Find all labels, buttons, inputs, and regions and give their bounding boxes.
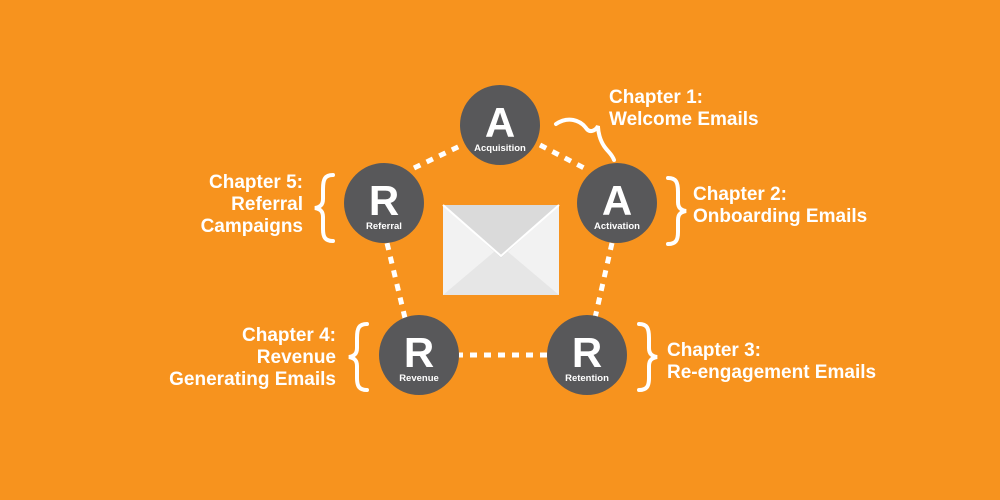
node-revenue-label: Revenue xyxy=(399,373,439,384)
node-activation-letter: A xyxy=(602,177,632,224)
node-referral: R Referral xyxy=(344,163,424,243)
chapter-4-line-1: Revenue xyxy=(256,347,336,368)
chapter-5-label: Chapter 5: Referral Campaigns xyxy=(201,172,303,238)
chapter-3-line-1: Re-engagement Emails xyxy=(667,362,877,383)
chapter-4-label: Chapter 4: Revenue Generating Emails xyxy=(169,325,336,391)
chapter-2-label: Chapter 2: Onboarding Emails xyxy=(693,184,867,228)
connector-referral-acquisition xyxy=(412,142,464,171)
curly-brace-icon xyxy=(637,322,658,392)
chapter-1-label: Chapter 1: Welcome Emails xyxy=(609,87,759,131)
curly-brace-icon xyxy=(666,176,687,246)
connectors xyxy=(384,142,615,358)
node-referral-label: Referral xyxy=(366,221,402,232)
chapter-3-label: Chapter 3: Re-engagement Emails xyxy=(667,340,876,384)
chapter-4-line-2: Generating Emails xyxy=(169,369,336,390)
chapter-2-title: Chapter 2: xyxy=(693,184,787,205)
connector-activation-retention xyxy=(592,242,615,319)
chapter-5-line-2: Campaigns xyxy=(200,216,303,237)
curly-brace-icon xyxy=(314,173,335,243)
node-activation: A Activation xyxy=(577,163,657,243)
curly-brace-icon xyxy=(554,117,616,162)
node-revenue-letter: R xyxy=(404,329,434,376)
node-activation-label: Activation xyxy=(594,221,640,232)
node-acquisition-label: Acquisition xyxy=(474,143,526,154)
envelope-icon xyxy=(442,204,560,295)
chapter-1-title: Chapter 1: xyxy=(609,87,703,108)
node-referral-letter: R xyxy=(369,177,399,224)
curly-brace-icon xyxy=(348,322,369,392)
node-acquisition: A Acquisition xyxy=(460,85,540,165)
chapter-4-title: Chapter 4: xyxy=(242,325,336,346)
node-retention-letter: R xyxy=(572,329,602,376)
node-acquisition-letter: A xyxy=(485,99,515,146)
connector-acquisition-activation xyxy=(538,142,586,171)
chapter-3-title: Chapter 3: xyxy=(667,340,761,361)
chapter-1-line-1: Welcome Emails xyxy=(609,109,759,130)
chapter-5-line-1: Referral xyxy=(231,194,303,215)
node-retention: R Retention xyxy=(547,315,627,395)
node-revenue: R Revenue xyxy=(379,315,459,395)
node-retention-label: Retention xyxy=(565,373,609,384)
chapter-2-line-1: Onboarding Emails xyxy=(693,206,868,227)
connector-revenue-referral xyxy=(384,242,408,319)
chapter-5-title: Chapter 5: xyxy=(209,172,303,193)
